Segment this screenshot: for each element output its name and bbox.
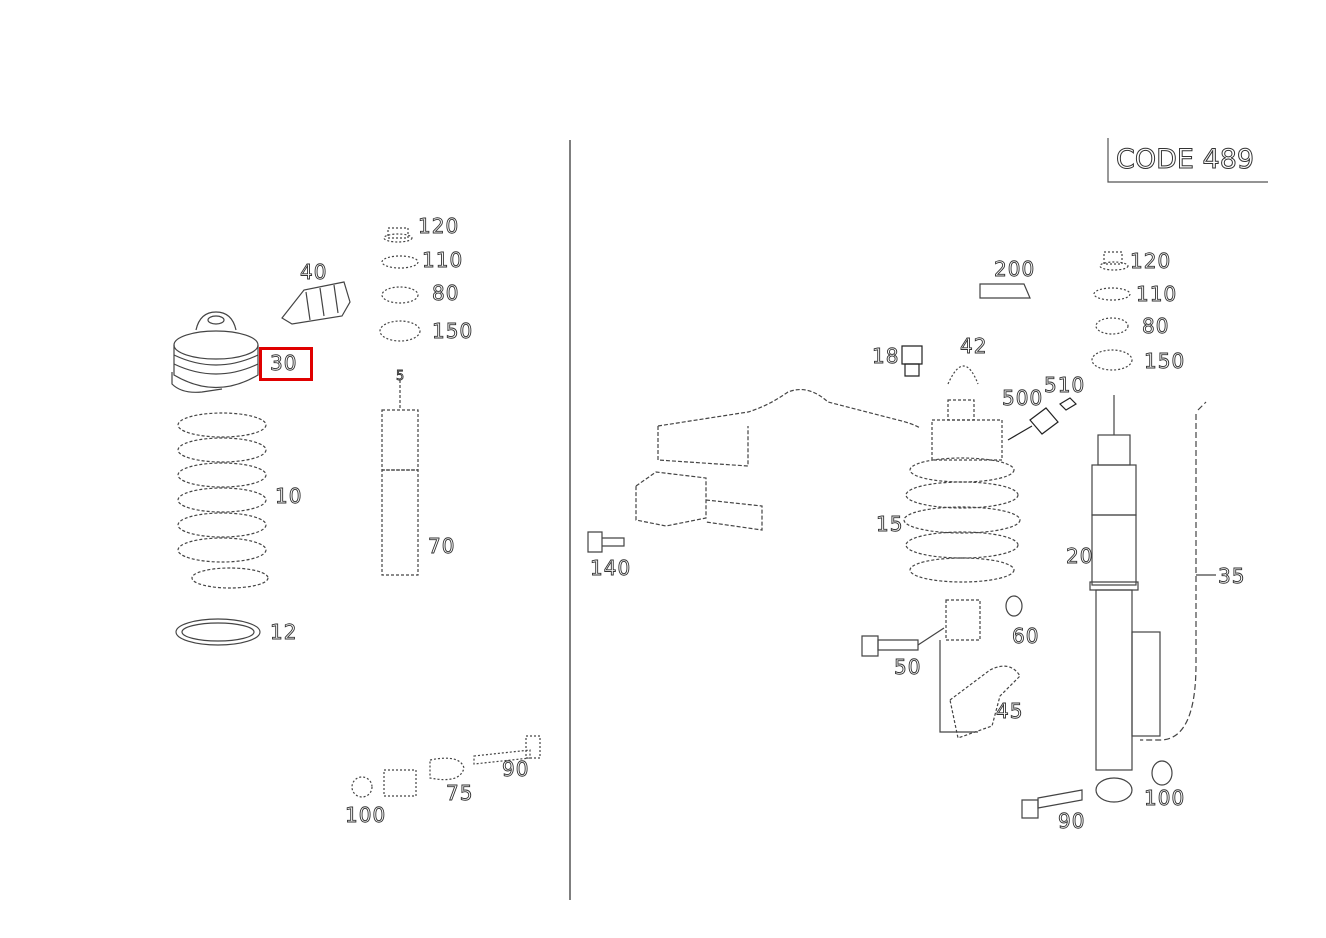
air-spring-15 [903, 399, 1021, 641]
code-label: CODE 489 [1115, 144, 1255, 175]
part-label[interactable]: 5 [396, 369, 406, 384]
spring-pad-30 [171, 311, 259, 393]
part-label[interactable]: 45 [996, 699, 1024, 723]
sensor-cable-35 [1140, 401, 1207, 741]
highlight-box-part-30 [259, 347, 313, 381]
part-label[interactable]: 110 [1136, 282, 1178, 306]
part-label[interactable]: 150 [432, 319, 474, 343]
part-label[interactable]: 100 [1144, 786, 1186, 810]
part-label[interactable]: 75 [446, 781, 474, 805]
shock-absorber-20 [1089, 395, 1161, 803]
part-label[interactable]: 50 [894, 655, 922, 679]
bolt-140 [587, 531, 625, 553]
part-label[interactable]: 510 [1044, 373, 1086, 397]
part-label[interactable]: 10 [275, 484, 303, 508]
part-label[interactable]: 110 [422, 248, 464, 272]
leader-45 [939, 640, 978, 733]
mount-hardware-left [351, 735, 541, 798]
shock-absorber-70 [381, 380, 419, 576]
cap-42 [947, 365, 979, 385]
part-label[interactable]: 60 [1012, 624, 1040, 648]
bump-stop-40 [281, 281, 351, 325]
code-box-frame [1107, 138, 1268, 183]
part-label[interactable]: 80 [1142, 314, 1170, 338]
nut-18 [901, 345, 923, 377]
nut-60 [1005, 595, 1023, 617]
part-label[interactable]: 150 [1144, 349, 1186, 373]
part-label[interactable]: 40 [300, 260, 328, 284]
part-label[interactable]: 15 [876, 512, 904, 536]
top-mount-stack-right [1091, 251, 1133, 371]
part-label[interactable]: 100 [345, 803, 387, 827]
ring-12 [175, 618, 261, 646]
part-label[interactable]: 20 [1066, 544, 1094, 568]
nut-100-right [1151, 760, 1173, 786]
axle-arm [635, 389, 921, 531]
valve-500-510 [1007, 397, 1077, 441]
part-label[interactable]: 12 [270, 620, 298, 644]
part-label[interactable]: 500 [1002, 386, 1044, 410]
coil-spring-10 [177, 412, 269, 589]
part-label[interactable]: 80 [432, 281, 460, 305]
top-mount-stack-left [379, 227, 421, 342]
part-label[interactable]: 35 [1218, 564, 1246, 588]
part-label[interactable]: 120 [418, 214, 460, 238]
part-label[interactable]: 70 [428, 534, 456, 558]
part-label[interactable]: 140 [590, 556, 632, 580]
part-label[interactable]: 18 [872, 344, 900, 368]
bolt-90-right [1021, 789, 1083, 819]
wedge-200 [979, 283, 1031, 299]
part-label[interactable]: 200 [994, 257, 1036, 281]
part-label[interactable]: 42 [960, 334, 988, 358]
part-label[interactable]: 120 [1130, 249, 1172, 273]
bolt-50 [861, 627, 945, 657]
part-label[interactable]: 90 [502, 757, 530, 781]
bracket-45 [949, 665, 1021, 739]
part-label-highlighted[interactable]: 30 [270, 351, 298, 375]
part-label[interactable]: 90 [1058, 809, 1086, 833]
